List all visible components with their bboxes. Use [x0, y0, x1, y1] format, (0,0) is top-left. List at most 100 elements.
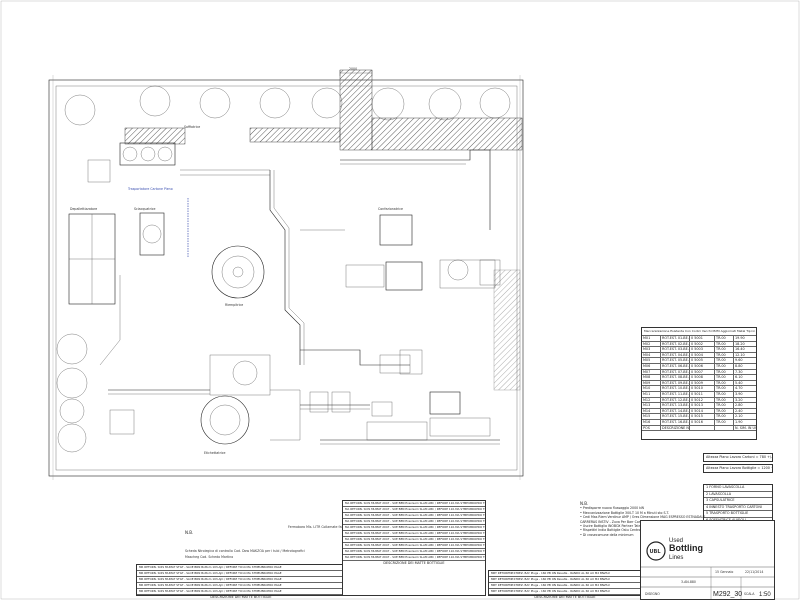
table-cell-c: 12.10	[735, 352, 745, 357]
legend-item: 4 INNESTO TRASPORTO CARTONI	[704, 505, 772, 512]
hatched-walls	[124, 69, 523, 391]
date-value: 22/11/2014	[745, 570, 763, 574]
legend-item: 5 TRASPORTO BOTTIGLIE	[704, 511, 772, 518]
legend-item: 3 CAPSULATRICE	[704, 498, 772, 505]
legend-item: 1 FORNO LAVASCOLLA	[704, 485, 772, 492]
bottom-left-rows: MR REFORN. SOIS MUMAT STGT - SLOE BRN Bo…	[137, 565, 345, 595]
table-cell-desc: ROT.EST. 09-BE.ALL.MA.14 SAT	[662, 380, 690, 386]
table-cell-desc: ROT.EST. 08-BE.ALL.MA.13 SAT	[662, 375, 690, 380]
table-cell-c: 3.20	[735, 397, 743, 402]
table-cell-b: TR.00	[715, 386, 734, 391]
table-cell-desc: ROT.EST. 04-BE.ALL.MA.09 SAT	[662, 352, 690, 358]
table-cell-code: M12	[642, 397, 661, 403]
table-cell-code: M14	[642, 408, 661, 414]
table-cell-a: 0 5007	[690, 369, 715, 375]
table-cell-desc: ROT.EST. 07-BE.ALL.MA.12 SAT	[662, 369, 690, 375]
notes-heading: N.B.	[185, 530, 193, 535]
table-cell-b: TR.00	[715, 375, 734, 380]
table-cell-code: M08	[642, 375, 661, 380]
table-cell-b: TR.00	[715, 347, 734, 352]
table-cell-a: 0 5004	[690, 352, 715, 358]
table-cell-c: 4.70	[735, 386, 743, 391]
table-cell-c: 3.90	[735, 391, 743, 396]
table-cell-c: 2.10	[735, 414, 743, 419]
rotary-machines: Riempitrice Sciacquatrice Etichettatrice	[134, 207, 271, 455]
compressor-block	[87, 142, 176, 183]
table-cell-code: POS	[642, 425, 661, 431]
bottom-table-row: MR REFORN. SOIS MUMAT STGT - SLOE BRN Bo…	[137, 571, 345, 577]
notes-right-line: • Predisporre nuovo flussaggio 2000 kW	[580, 506, 645, 511]
bottom-table-row: MA RETORN. SOIS MUMAT 2047 - SUE BEN Ens…	[343, 555, 485, 561]
table-cell-a: 0 5010	[690, 386, 715, 391]
table-cell-a: 0 5003	[690, 347, 715, 352]
disegno-value: M292_30	[713, 591, 742, 598]
table-cell-code: M02	[642, 341, 661, 347]
table-cell-c: 2.80	[735, 403, 743, 408]
table-cell-code: M11	[642, 391, 661, 397]
table-cell-desc: ROT.EST. 15-BE.ALL.MA.20 SAT	[662, 414, 690, 419]
table-cell-code: M03	[642, 347, 661, 352]
notes-right-heading: N.B.	[580, 501, 589, 506]
table-cell-code: M07	[642, 369, 661, 375]
scala-label: SCALA	[744, 592, 755, 596]
bottom-left-footer: DESCRIZIONE DEI MATTE BOTTIGLIE	[210, 595, 272, 599]
table-cell-a: 0 5016	[690, 419, 715, 425]
bottom-table-row: MR REFORN. SOIS MUMAT STGT - SLOE BRN Bo…	[137, 565, 345, 571]
table-cell-a: 0 5012	[690, 397, 715, 403]
brand-line-3: Lines	[669, 555, 683, 561]
bottom-table-row: MR REFORN. SOIS MUMAT STGT - SLOE BRN Bo…	[137, 589, 345, 595]
table-cell-desc: DESCRIZIONE NU MATTE BOTTIGLIE	[662, 425, 690, 431]
table-cell-a: 0 5005	[690, 358, 715, 363]
table-cell-desc: ROT.EST. 13-BE.ALL.MA.18 SAT	[662, 403, 690, 408]
table-title: Meccanizzazione Esistente Con Codici Vec…	[642, 328, 756, 336]
table-cell-desc: ROT.EST. 11-BE.ALL.MA.16 SAT	[662, 391, 690, 397]
bottom-table-row: MRT RETOREMP.STREZ. BAY Plugs - 160 PB O…	[489, 577, 641, 583]
table-cell-b: TR.00	[715, 341, 734, 347]
bottom-table-row: MA RETORN. SOIS MUMAT 2047 - SUE BEN Ens…	[343, 537, 485, 543]
date-small: 3-AN-880	[681, 580, 696, 584]
bottom-table-mid: MA RETORN. SOIS MUMAT 2047 - SUE BEN Ens…	[342, 500, 486, 596]
table-cell-desc: ROT.EST. 03-BE.ALL.MA.08 SAT	[662, 347, 690, 352]
table-cell-b: TR.00	[715, 352, 734, 358]
palletizer-area: Confezionatrice	[109, 207, 501, 441]
table-cell-b: TR.00	[715, 369, 734, 375]
mechanization-table: Meccanizzazione Esistente Con Codici Vec…	[641, 327, 757, 440]
table-cell-desc: ROT.EST. 16-BE.ALL.MA.21 SAT	[662, 419, 690, 425]
area-label-a: Etichettatrice	[204, 451, 226, 455]
title-block: UBL Used Bottling Lines 15 Gennaio 22/11…	[640, 520, 775, 600]
table-cell-c: 8.80	[735, 363, 743, 368]
table-cell-a: 0 5011	[690, 391, 715, 397]
bottom-table-row: MR REFORN. SOIS MUMAT STGT - SLOE BRN Bo…	[137, 583, 345, 589]
table-cell-code: M13	[642, 403, 661, 408]
table-cell-b: TR.00	[715, 380, 734, 386]
legend-item: 2 LAVASCOLLA	[704, 492, 772, 499]
brand-mark: UBL	[650, 549, 662, 555]
table-cell-code: M04	[642, 352, 661, 358]
table-cell-code: M16	[642, 419, 661, 425]
table-cell-desc: ROT.EST. 12-BE.ALL.MA.17 SAT	[662, 397, 690, 403]
bottom-table-row: MA RETORN. SOIS MUMAT 2047 - SUE BEN Ens…	[343, 543, 485, 549]
silos-left	[56, 333, 88, 453]
notes-right-line: • Meccanizzazione Bottiglie 300-T 10 M a…	[580, 510, 670, 515]
table-cell-b: TR.00	[715, 391, 734, 397]
bottom-table-row: MA RETORN. SOIS MUMAT 2047 - SUE BEN Ens…	[343, 531, 485, 537]
table-cell-desc: ROT.EST. 05-BE.ALL.MA.10 SAT	[662, 358, 690, 363]
area-label-d: Depallettizzatore	[70, 207, 97, 211]
blue-label: Trasportatore Cartone Pieno	[127, 187, 173, 191]
table-cell-b	[715, 425, 734, 431]
